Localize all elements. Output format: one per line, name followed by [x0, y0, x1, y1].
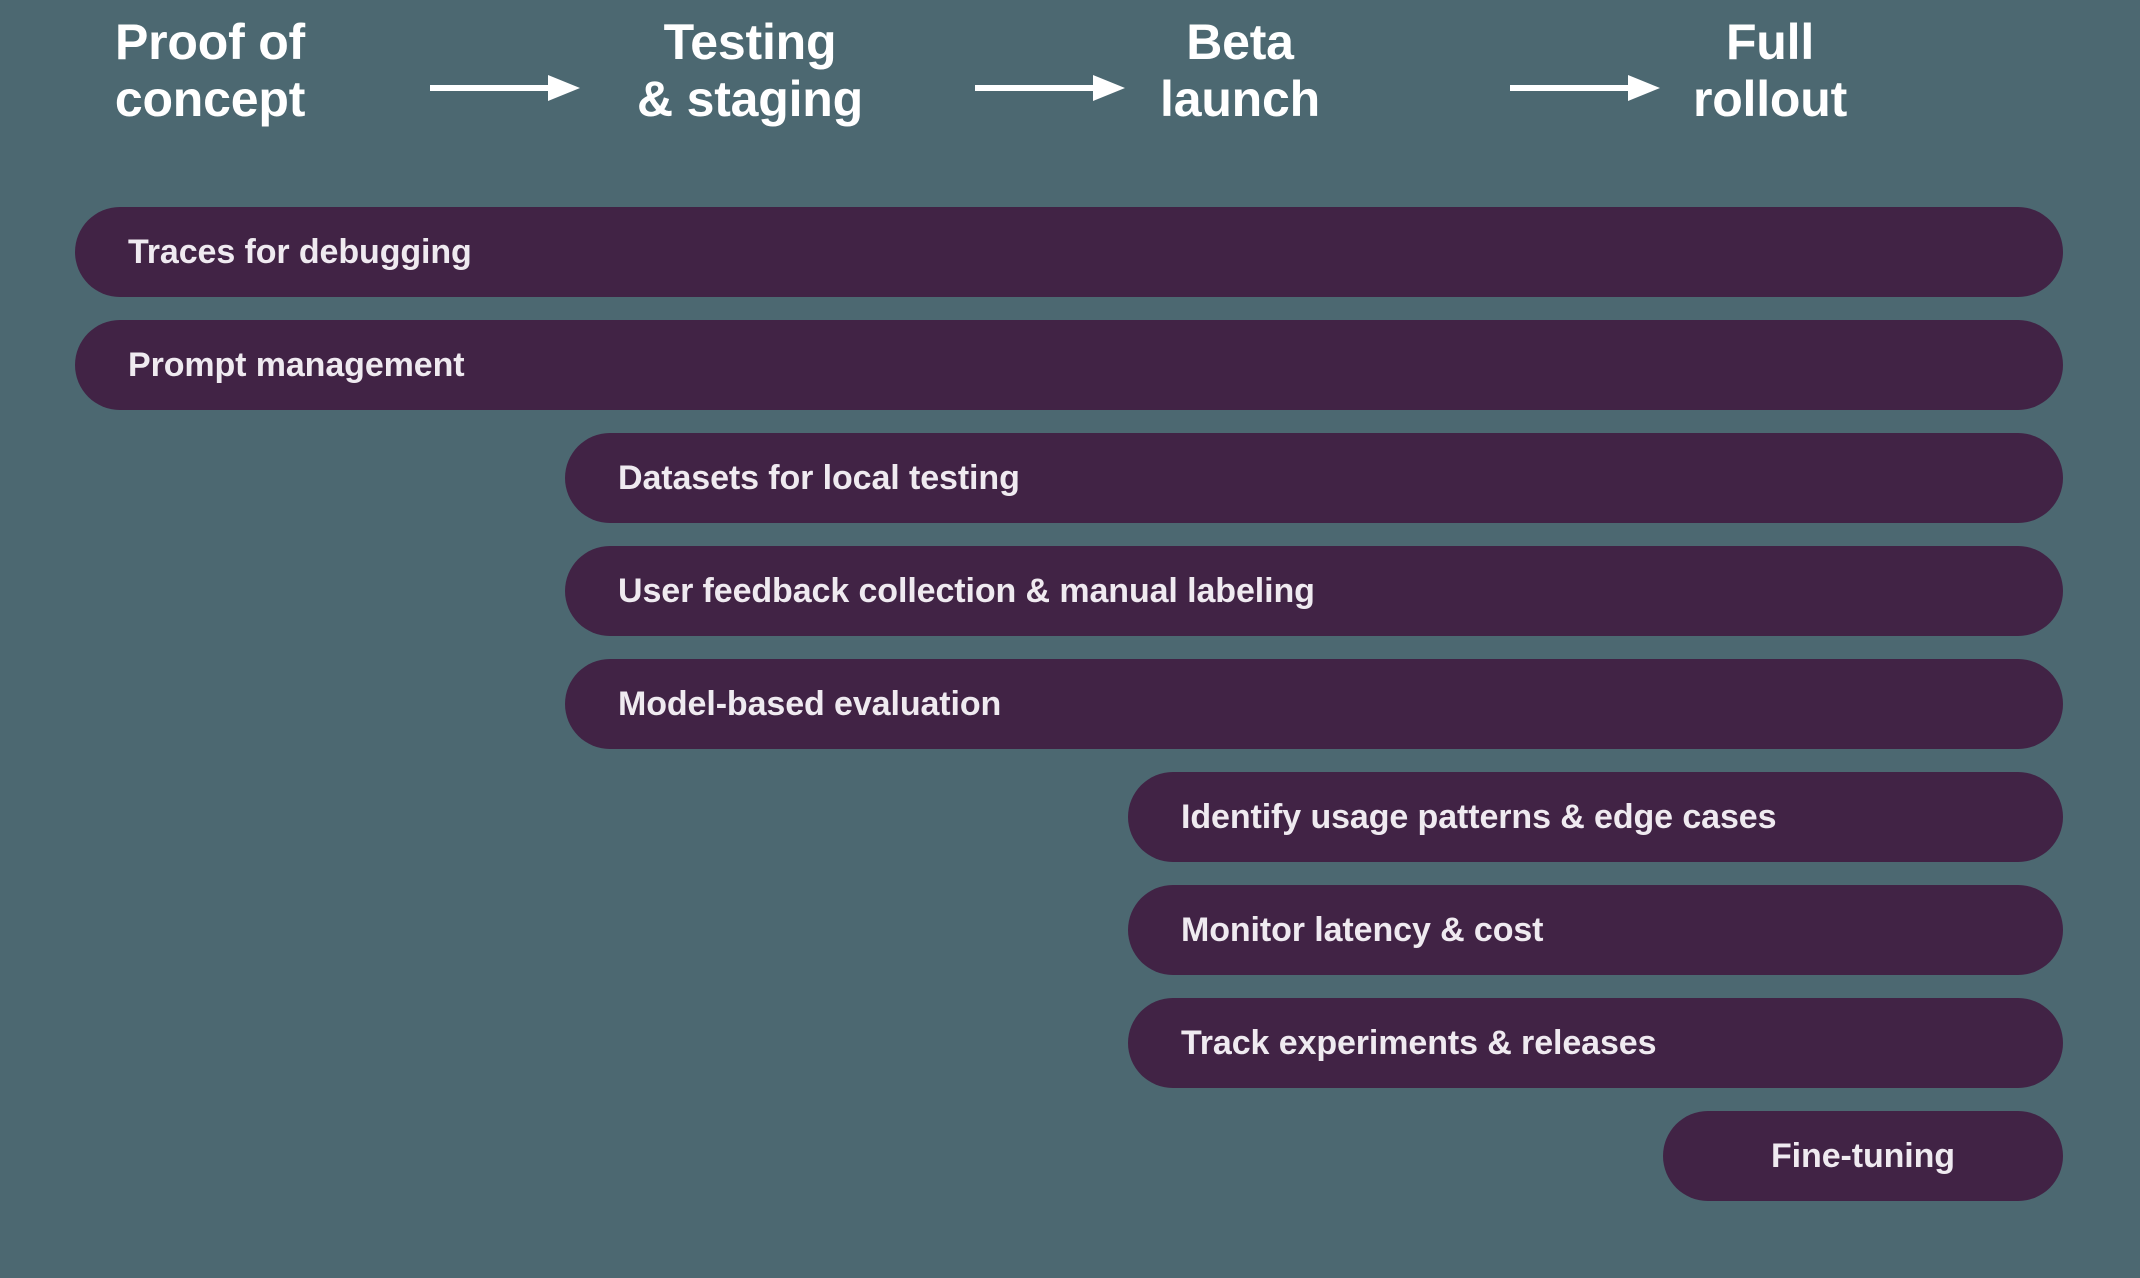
bar-label: Monitor latency & cost [1181, 910, 1544, 949]
bar-fine-tuning[interactable]: Fine-tuning [1663, 1111, 2063, 1201]
bar-monitor-latency-and-cost[interactable]: Monitor latency & cost [1128, 885, 2063, 975]
bar-label: Identify usage patterns & edge cases [1181, 797, 1777, 836]
bar-traces-for-debugging[interactable]: Traces for debugging [75, 207, 2063, 297]
arrow-right-icon [1510, 75, 1660, 101]
bar-identify-usage-patterns[interactable]: Identify usage patterns & edge cases [1128, 772, 2063, 862]
bar-label: Track experiments & releases [1181, 1023, 1657, 1062]
bar-label: Traces for debugging [128, 232, 472, 271]
arrow-right-icon [430, 75, 580, 101]
bar-label: Datasets for local testing [618, 458, 1020, 497]
stage-label-full-rollout: Full rollout [1692, 14, 1848, 127]
bar-label: User feedback collection & manual labeli… [618, 571, 1315, 610]
bar-track-experiments-and-releases[interactable]: Track experiments & releases [1128, 998, 2063, 1088]
stage-label-beta-launch: Beta launch [1160, 14, 1320, 127]
stage-label-proof-of-concept: Proof of concept [114, 14, 306, 127]
bar-label: Fine-tuning [1771, 1136, 1955, 1175]
bar-datasets-for-local-testing[interactable]: Datasets for local testing [565, 433, 2063, 523]
arrow-right-icon [975, 75, 1125, 101]
bar-prompt-management[interactable]: Prompt management [75, 320, 2063, 410]
stage-header: Proof of concept Testing & staging Beta … [0, 0, 2140, 190]
bar-user-feedback-collection[interactable]: User feedback collection & manual labeli… [565, 546, 2063, 636]
stage-label-testing-and-staging: Testing & staging [637, 14, 863, 127]
bar-label: Model-based evaluation [618, 684, 1002, 723]
bar-model-based-evaluation[interactable]: Model-based evaluation [565, 659, 2063, 749]
bar-label: Prompt management [128, 345, 465, 384]
